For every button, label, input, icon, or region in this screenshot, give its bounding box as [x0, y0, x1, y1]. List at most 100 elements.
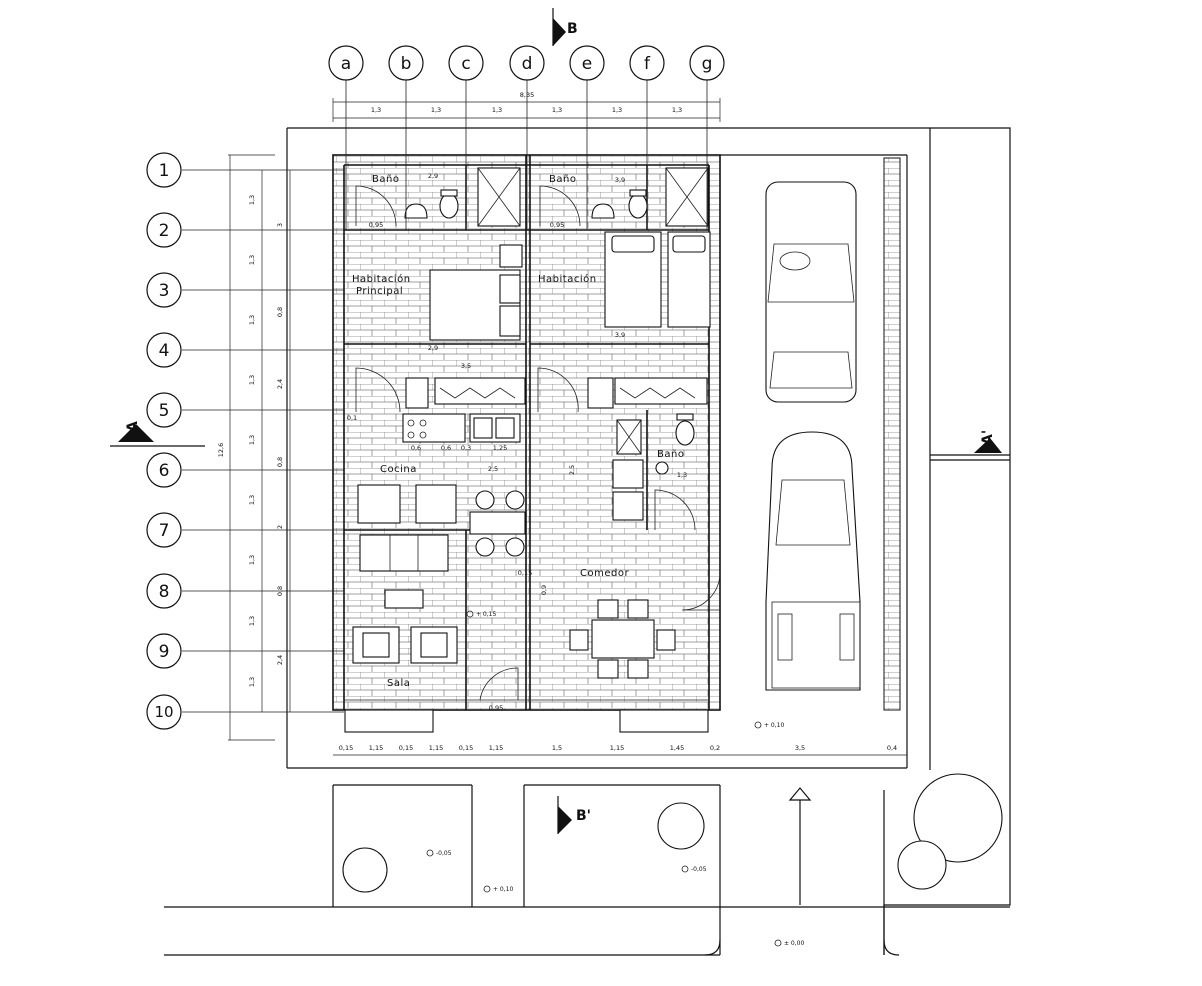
left-dim-2: 1,3 — [248, 255, 256, 265]
bottom-dimension: 0,15 1,15 0,15 1,15 0,15 1,15 1,5 1,15 1… — [333, 744, 907, 756]
axis-bubble-f: f — [629, 45, 665, 81]
int-dim-9: 1,25 — [493, 444, 507, 452]
int-dim-4: 0,95 — [550, 221, 564, 229]
level-markers: + 0,15 + 0,10 -0,05 -0,05 + 0,10 ± 0,00 — [426, 610, 804, 947]
bottom-dim-8: 1,15 — [610, 744, 624, 752]
bottom-dim-6: 1,15 — [489, 744, 503, 752]
svg-text:2: 2 — [159, 221, 170, 241]
level-interior: + 0,15 — [476, 611, 496, 618]
level-garage: + 0,10 — [764, 722, 784, 729]
svg-text:A': A' — [980, 430, 996, 445]
bottom-dim-7: 1,5 — [552, 744, 562, 752]
section-mark-a-left: A — [110, 421, 205, 447]
side-wall-strip — [883, 157, 901, 711]
int-dim-16: 0,95 — [489, 704, 503, 712]
svg-text:A: A — [125, 421, 141, 432]
svg-text:b: b — [401, 54, 412, 74]
interior-dimensions: 2,9 0,95 3,9 0,95 3,5 0,6 0,6 0,3 1,25 0… — [347, 172, 687, 712]
int-dim-2: 0,95 — [369, 221, 383, 229]
axis-bubble-c: c — [448, 45, 484, 81]
house-walls — [332, 154, 721, 711]
int-dim-17: 3,9 — [615, 331, 625, 339]
bottom-dim-9: 1,45 — [670, 744, 684, 752]
living-dining-furniture — [352, 534, 721, 701]
svg-text:6: 6 — [159, 461, 170, 481]
bottom-dim-3: 0,15 — [399, 744, 413, 752]
room-sala: Sala — [387, 678, 410, 689]
left-dim-8: 1,3 — [248, 616, 256, 626]
closets — [405, 377, 708, 409]
level-walk: + 0,10 — [493, 886, 513, 893]
svg-text:7: 7 — [159, 521, 170, 541]
int-dim-11: 2,9 — [428, 344, 438, 352]
svg-text:4: 4 — [159, 341, 170, 361]
int-dim-18: 2,5 — [568, 465, 576, 475]
top-dim-5: 1,3 — [612, 106, 622, 114]
axis-bubble-4: 4 — [146, 332, 182, 368]
int-dim-5: 3,5 — [461, 362, 471, 370]
top-total-dim: 8,35 — [520, 91, 534, 99]
svg-text:f: f — [644, 54, 651, 74]
bottom-dim-1: 0,15 — [339, 744, 353, 752]
int-dim-12: 2,5 — [488, 465, 498, 473]
level-street: ± 0,00 — [784, 940, 804, 947]
left-total-dim: 12,6 — [217, 443, 225, 457]
axis-bubble-2: 2 — [146, 212, 182, 248]
svg-text:c: c — [461, 54, 470, 74]
int-dim-10: 0,1 — [347, 414, 357, 422]
svg-text:e: e — [582, 54, 592, 74]
lot-outline — [164, 127, 1011, 956]
int-dim-6: 0,6 — [411, 444, 421, 452]
svg-text:g: g — [702, 54, 713, 74]
svg-text:8: 8 — [159, 582, 170, 602]
left-inner-1: 3 — [276, 223, 284, 227]
bottom-dim-2: 1,15 — [369, 744, 383, 752]
room-bano-3: Baño — [657, 449, 684, 460]
left-inner-3: 2,4 — [276, 379, 284, 389]
int-dim-7: 0,6 — [441, 444, 451, 452]
bedroom-furniture — [355, 231, 711, 413]
bottom-dim-12: 0,4 — [887, 744, 897, 752]
section-mark-b-top: B — [552, 8, 578, 46]
bottom-dim-10: 0,2 — [710, 744, 720, 752]
left-dimension: 12,6 1,3 1,3 1,3 1,3 1,3 1,3 1,3 1,3 1,3… — [217, 154, 291, 741]
left-dim-3: 1,3 — [248, 315, 256, 325]
bottom-dim-11: 3,5 — [795, 744, 805, 752]
planters — [344, 709, 709, 733]
room-labels: Baño Baño Baño Habitación Principal Habi… — [352, 174, 684, 689]
top-dim-3: 1,3 — [492, 106, 502, 114]
int-dim-8: 0,3 — [461, 444, 471, 452]
int-dim-14: 1,3 — [677, 471, 687, 479]
int-dim-3: 3,9 — [615, 176, 625, 184]
axis-bubble-10: 10 — [146, 694, 182, 730]
svg-text:1: 1 — [159, 161, 170, 181]
car-top — [765, 181, 857, 403]
left-inner-5: 2 — [276, 525, 284, 529]
bathroom-3-fixtures — [612, 413, 696, 531]
bottom-dim-5: 0,15 — [459, 744, 473, 752]
svg-text:a: a — [341, 54, 351, 74]
axis-bubble-e: e — [569, 45, 605, 81]
room-comedor: Comedor — [580, 568, 629, 579]
svg-text:10: 10 — [154, 703, 173, 721]
svg-text:B: B — [567, 21, 578, 37]
room-bano-2: Baño — [549, 174, 576, 185]
left-dim-6: 1,3 — [248, 495, 256, 505]
axis-bubble-6: 6 — [146, 452, 182, 488]
trees — [342, 773, 1003, 893]
int-dim-13: 0,15 — [518, 569, 532, 577]
left-inner-4: 0,8 — [276, 457, 284, 467]
axis-bubble-g: g — [689, 45, 725, 81]
axis-bubble-5: 5 — [146, 392, 182, 428]
svg-text:3: 3 — [159, 281, 170, 301]
left-dim-1: 1,3 — [248, 195, 256, 205]
top-dimension: 8,35 1,3 1,3 1,3 1,3 1,3 1,3 — [332, 91, 721, 122]
axis-bubble-1: 1 — [146, 152, 182, 188]
svg-text:5: 5 — [159, 401, 170, 421]
left-inner-2: 0,8 — [276, 307, 284, 317]
section-mark-b-bottom: B' — [557, 796, 591, 834]
left-dim-5: 1,3 — [248, 435, 256, 445]
room-habitacion-principal-line-1: Habitación — [352, 273, 411, 285]
bottom-dim-4: 1,15 — [429, 744, 443, 752]
